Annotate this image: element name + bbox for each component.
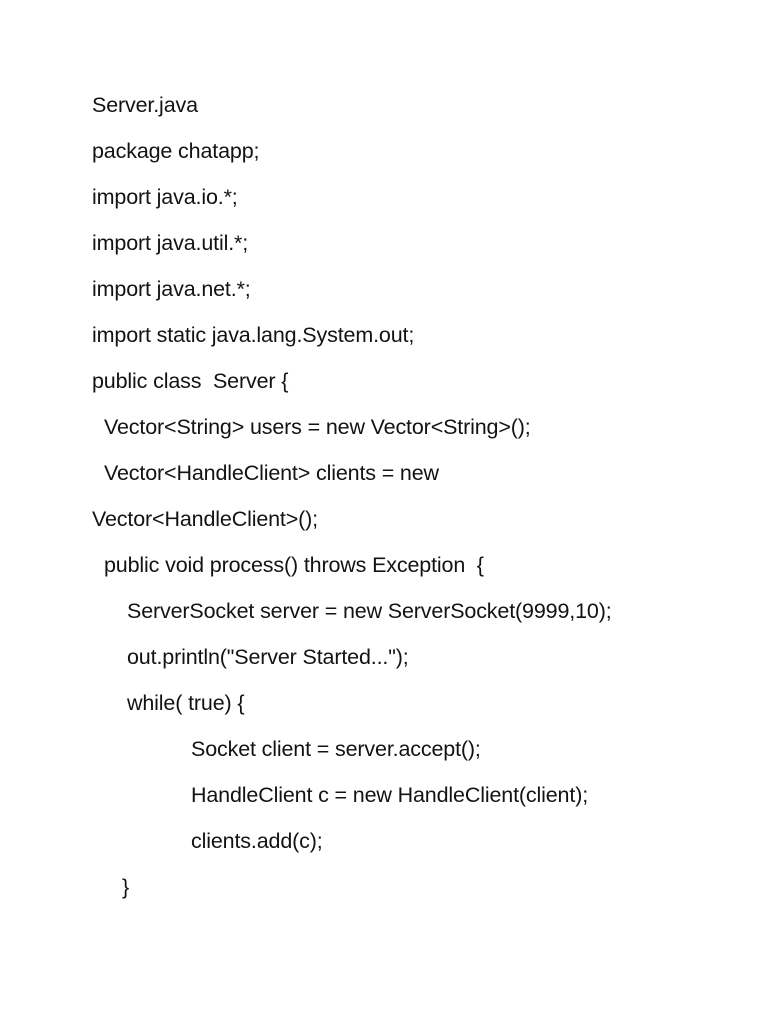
code-line: ServerSocket server = new ServerSocket(9… xyxy=(127,599,612,623)
code-line: out.println("Server Started..."); xyxy=(127,645,409,669)
code-line: Socket client = server.accept(); xyxy=(191,737,481,761)
code-line: public class Server { xyxy=(92,369,289,393)
document-file-name: Server.java xyxy=(92,93,198,117)
code-line: import java.io.*; xyxy=(92,185,238,209)
code-line: while( true) { xyxy=(127,691,245,715)
code-line: clients.add(c); xyxy=(191,829,323,853)
code-line: public void process() throws Exception { xyxy=(104,553,484,577)
code-line: import java.util.*; xyxy=(92,231,249,255)
java-source-code-block: Server.java package chatapp; import java.i… xyxy=(92,82,692,910)
code-line: import static java.lang.System.out; xyxy=(92,323,415,347)
code-line: Vector<HandleClient> clients = new xyxy=(104,461,439,485)
code-line: } xyxy=(122,875,130,899)
code-line: HandleClient c = new HandleClient(client… xyxy=(191,783,589,807)
code-line: import java.net.*; xyxy=(92,277,251,301)
code-line: Vector<String> users = new Vector<String… xyxy=(104,415,531,439)
code-line: Vector<HandleClient>(); xyxy=(92,507,319,531)
code-line: package chatapp; xyxy=(92,139,260,163)
